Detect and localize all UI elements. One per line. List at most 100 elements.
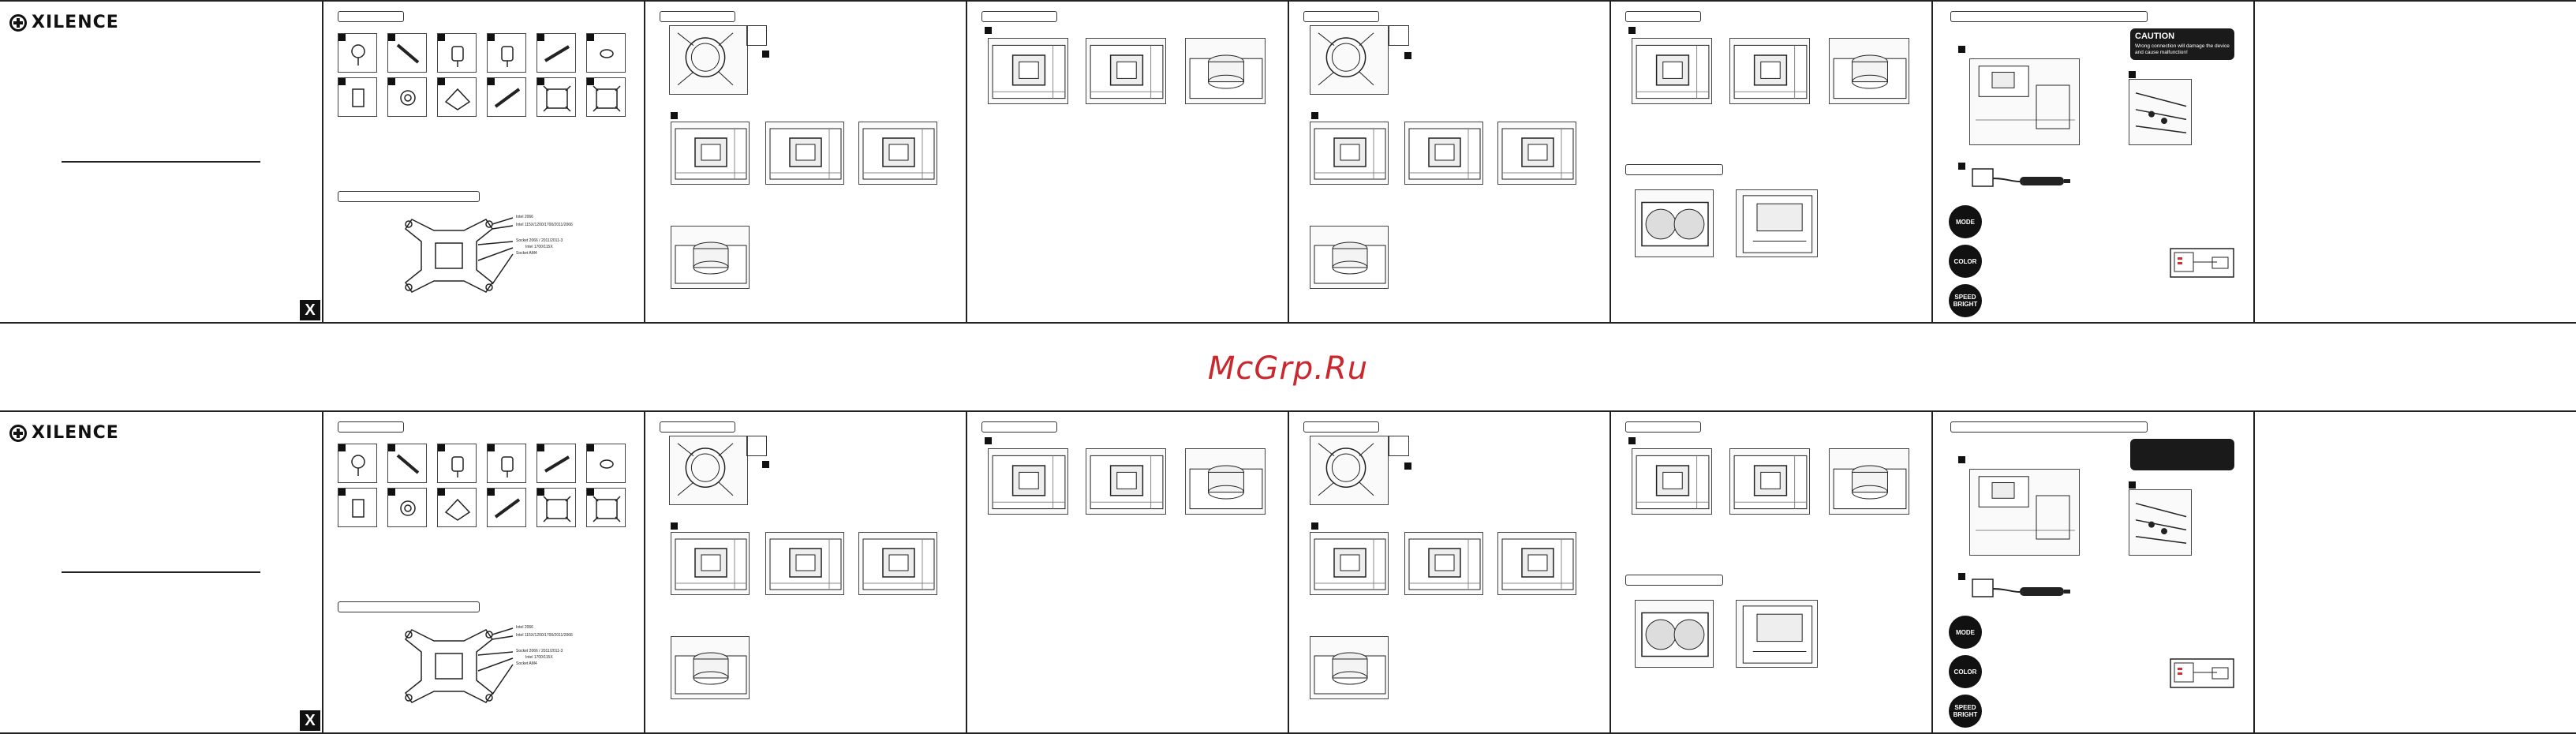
part-washer-icon <box>586 33 626 73</box>
screw-icon <box>351 44 365 66</box>
part-bracket-icon <box>537 77 576 117</box>
color-button[interactable]: COLOR <box>1949 655 1982 688</box>
speed-bright-button[interactable]: SPEED BRIGHT <box>1949 284 1982 317</box>
step-marker <box>762 461 769 468</box>
bracket-icon <box>593 496 621 522</box>
part-bracket-icon <box>586 77 626 117</box>
nut-icon <box>400 500 416 516</box>
part-screw-thread-icon <box>487 77 526 117</box>
part-nut-icon <box>387 77 427 117</box>
color-button[interactable]: COLOR <box>1949 245 1982 278</box>
mounting-bracket-diagram <box>404 217 514 293</box>
part-screw-long-icon <box>537 33 576 73</box>
part-index-marker <box>388 444 395 451</box>
part-index-marker <box>488 78 495 85</box>
nut-icon <box>400 90 416 106</box>
controller-box-figure <box>2170 658 2234 688</box>
section-header <box>1950 421 2148 433</box>
standoff-icon <box>396 43 420 64</box>
pin-icon <box>451 46 464 67</box>
part-index-marker <box>388 34 395 41</box>
manual-sheet: XILENCE X Intel 2066 I <box>0 410 2576 734</box>
clip-icon <box>444 498 471 521</box>
intel-install-panel <box>644 2 967 322</box>
color-label: COLOR <box>1953 668 1977 676</box>
motherboard-figure <box>1729 448 1810 515</box>
step-marker <box>1958 46 1965 53</box>
standoff-icon <box>396 454 420 474</box>
line-art <box>1742 195 1813 253</box>
line-art <box>1636 455 1710 510</box>
section-header <box>660 421 735 433</box>
step-marker <box>1311 522 1318 530</box>
step-marker <box>985 437 992 444</box>
controller-cable-figure <box>1972 579 2070 597</box>
bracket-label: Socket AM4 <box>516 661 537 666</box>
parts-panel: Intel 2066 Intel 115X/1200/1700/2011/206… <box>322 2 645 322</box>
part-spacer-icon <box>338 77 377 117</box>
manual-sheet: XILENCE X Intel 2066 I <box>0 0 2576 324</box>
wiring-panel: MODE COLOR SPEED BRIGHT <box>1931 412 2255 732</box>
part-index-marker <box>388 78 395 85</box>
part-index-marker <box>438 489 445 496</box>
pin-icon <box>501 46 514 67</box>
section-header <box>338 421 404 433</box>
intel-install-panel <box>644 412 967 732</box>
part-index-marker <box>438 78 445 85</box>
pin-icon <box>501 456 514 477</box>
part-index-marker <box>587 444 594 451</box>
caution-box <box>2130 439 2234 470</box>
bracket-label: Intel 1700/115X <box>525 655 553 660</box>
watermark: McGrp.Ru <box>1207 350 1369 387</box>
part-index-marker <box>488 34 495 41</box>
amd-install-panel <box>1288 412 1611 732</box>
mode-label: MODE <box>1956 218 1975 226</box>
mode-button[interactable]: MODE <box>1949 205 1982 238</box>
part-spacer-icon <box>338 488 377 527</box>
line-art <box>1090 455 1164 510</box>
section-header <box>1625 421 1701 433</box>
part-index-marker <box>338 34 346 41</box>
line-art <box>1641 612 1709 657</box>
line-art <box>2135 503 2187 544</box>
radiator-panel <box>1610 412 1933 732</box>
line-art <box>1733 455 1808 510</box>
line-art <box>862 128 935 180</box>
motherboard-figure <box>988 448 1068 515</box>
step-marker <box>2129 71 2136 78</box>
bracket-icon <box>543 496 571 522</box>
line-art <box>677 32 734 86</box>
speed-bright-button[interactable]: SPEED BRIGHT <box>1949 695 1982 728</box>
brand-name: XILENCE <box>32 423 119 443</box>
part-index-marker <box>438 34 445 41</box>
title-divider <box>62 571 260 573</box>
part-pin-icon <box>437 33 477 73</box>
motherboard-figure <box>1310 122 1389 185</box>
part-clip-icon <box>437 77 477 117</box>
line-art <box>1314 538 1386 590</box>
screw-thread-icon <box>494 498 521 519</box>
bracket-label: Intel 1700/115X <box>525 245 553 249</box>
spacer-icon <box>352 88 365 107</box>
motherboard-figure <box>765 532 844 595</box>
screw-long-icon <box>544 45 570 62</box>
line-art <box>1742 605 1813 664</box>
washer-icon <box>600 459 614 469</box>
backplate-figure <box>1310 25 1389 95</box>
pump-figure <box>671 226 750 289</box>
mode-button[interactable]: MODE <box>1949 616 1982 649</box>
bracket-label: Intel 115X/1200/1700/2011/2066 <box>516 223 573 227</box>
backplate-figure <box>669 25 748 95</box>
case-figure <box>1736 600 1818 668</box>
cover-panel: XILENCE X <box>0 2 323 322</box>
line-art <box>1314 652 1386 695</box>
bracket-label: Socket AM4 <box>516 251 537 256</box>
line-art <box>1189 54 1263 99</box>
part-index-marker <box>587 34 594 41</box>
pump-figure <box>671 636 750 699</box>
speed-bright-label: SPEED BRIGHT <box>1953 704 1978 718</box>
line-art <box>2135 92 2187 133</box>
spacer-icon <box>352 499 365 518</box>
bracket-label: Socket 2066 / 2011/2011-3 <box>516 649 563 653</box>
part-index-marker <box>537 444 544 451</box>
